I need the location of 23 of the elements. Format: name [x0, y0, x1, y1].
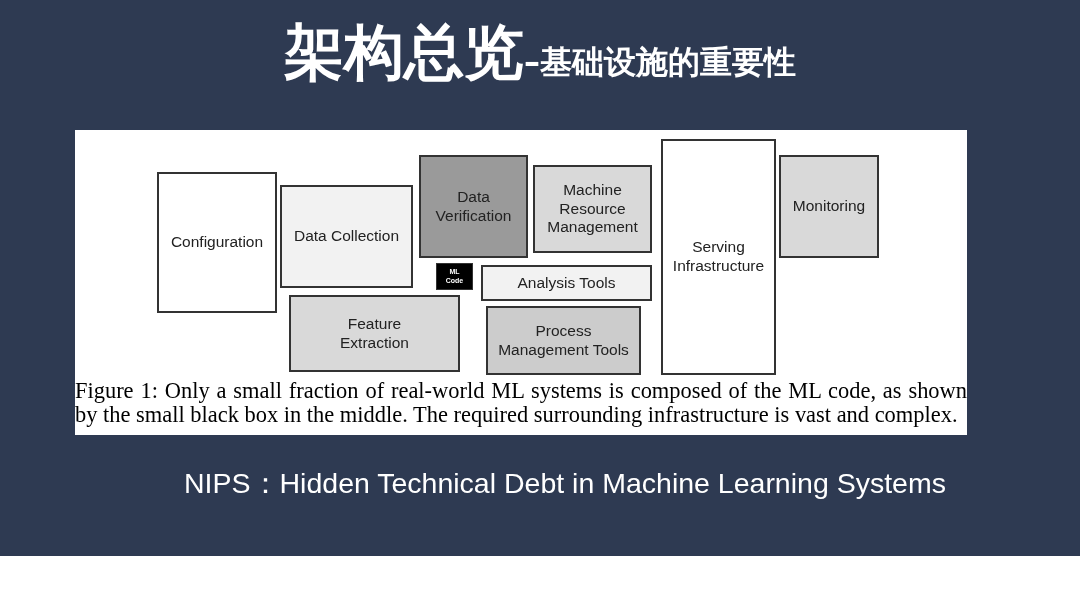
component-label: Monitoring — [792, 197, 866, 216]
code-box — [436, 263, 473, 290]
component-box — [486, 306, 641, 375]
component-box — [289, 295, 460, 372]
component-label: Machine Resource Management — [546, 181, 639, 237]
component-box — [779, 155, 879, 258]
component-box — [280, 185, 413, 288]
component-box — [419, 155, 528, 258]
paper-reference: NIPS：Hidden Technical Debt in Machine Learning Systems — [184, 466, 946, 501]
component-label: Configuration — [170, 233, 264, 252]
component-label: Analysis Tools — [517, 273, 616, 293]
slide-title: 架构总览 — [284, 18, 524, 87]
component-label: Data Collection — [293, 227, 400, 246]
component-label: Data Verification — [434, 187, 513, 226]
component-label: Feature Extraction — [339, 314, 410, 353]
component-box — [481, 265, 652, 301]
component-box — [661, 139, 776, 375]
component-label: Process Management Tools — [497, 321, 630, 360]
slide-subtitle: –基础设施的重要性 — [524, 44, 796, 81]
component-label: Serving Infrastructure — [671, 238, 766, 276]
figure-caption: Figure 1: Only a small fraction of real-world ML systems is composed of the ML code, as shown by the small black box in the middle. The required surrounding infrastructure is vast and complex. — [75, 379, 967, 427]
component-box — [157, 172, 277, 313]
component-box — [533, 165, 652, 253]
